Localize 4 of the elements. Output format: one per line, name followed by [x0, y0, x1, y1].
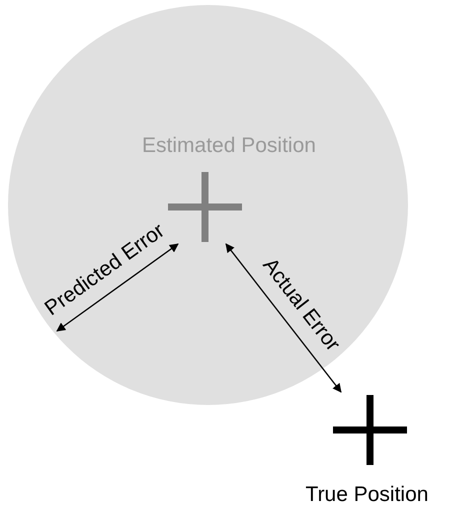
position-label: Estimated Position	[141, 134, 317, 158]
double-arrow	[225, 243, 342, 393]
double-arrow	[56, 243, 179, 332]
position-label: True Position	[304, 483, 430, 507]
